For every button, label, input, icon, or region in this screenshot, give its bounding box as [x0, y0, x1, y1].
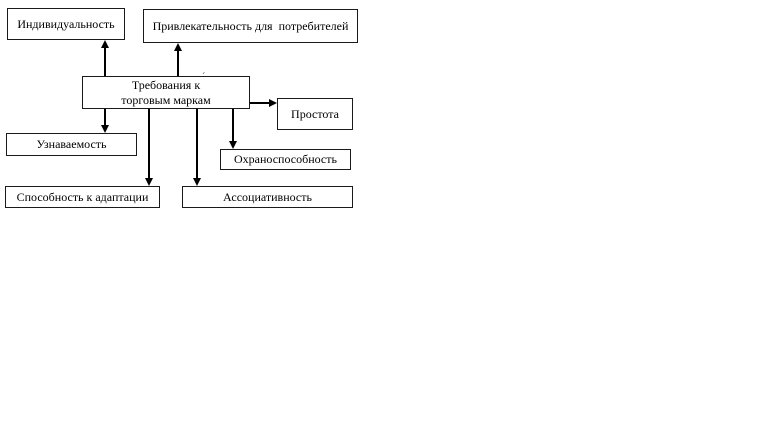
arrow-center-to-attractiveness-icon	[174, 43, 182, 76]
box-requirements-label-line2: торговым маркам	[121, 92, 211, 107]
arrow-center-to-individuality-icon	[101, 40, 109, 76]
box-protectability: Охраноспособность	[220, 149, 351, 170]
box-associativity: Ассоциативность	[182, 186, 353, 208]
stray-mark: ´	[202, 72, 206, 83]
box-requirements-label: Требования к торговым маркам	[121, 78, 210, 108]
box-protectability-label: Охраноспособность	[234, 152, 337, 166]
arrowhead-right-icon	[269, 99, 277, 107]
arrowhead-down-icon	[193, 178, 201, 186]
box-recognizability-label: Узнаваемость	[36, 137, 107, 151]
box-attractiveness-label: Привлекательность для потребителей	[152, 18, 349, 33]
box-adaptability-label: Способность к адаптации	[16, 189, 149, 204]
box-simplicity-label: Простота	[291, 106, 339, 121]
arrowhead-down-icon	[145, 178, 153, 186]
arrowhead-down-icon	[101, 125, 109, 133]
arrow-center-to-adaptability-icon	[145, 109, 153, 186]
box-adaptability: Способность к адаптации	[5, 186, 160, 208]
box-attractiveness: Привлекательность для потребителей	[143, 9, 358, 43]
arrowhead-up-icon	[101, 40, 109, 48]
box-requirements-central: Требования к торговым маркам	[82, 76, 250, 109]
box-individuality-label: Индивидуальность	[17, 16, 115, 31]
arrow-center-to-recognizability-icon	[101, 109, 109, 133]
arrow-center-to-associativity-icon	[193, 109, 201, 186]
arrow-center-to-protectability-icon	[229, 109, 237, 149]
box-simplicity: Простота	[277, 98, 353, 130]
box-recognizability: Узнаваемость	[6, 133, 137, 156]
arrow-center-to-simplicity-icon	[250, 99, 277, 107]
box-requirements-label-line1: Требования к	[131, 77, 201, 92]
box-individuality: Индивидуальность	[7, 8, 125, 40]
arrowhead-up-icon	[174, 43, 182, 51]
box-associativity-label: Ассоциативность	[223, 189, 312, 204]
arrowhead-down-icon	[229, 141, 237, 149]
